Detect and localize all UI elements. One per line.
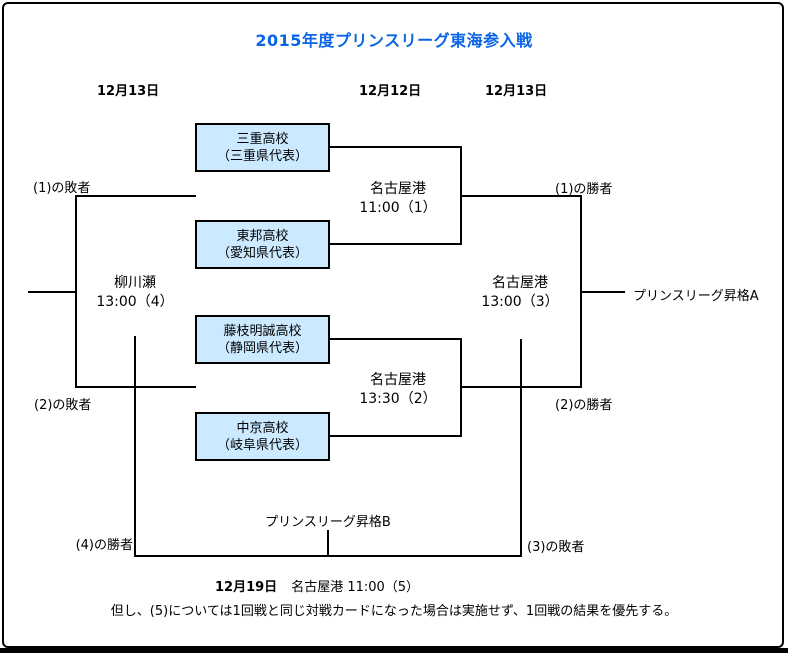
team-box-chukyo: 中京高校 （岐阜県代表） xyxy=(195,412,330,461)
match1-time: 11:00（1） xyxy=(359,200,437,216)
match3-venue: 名古屋港 xyxy=(492,275,548,291)
page-title: 2015年度プリンスリーグ東海参入戦 xyxy=(255,31,533,50)
label-winner-of-1: (1)の勝者 xyxy=(555,182,613,197)
team-box-mie: 三重高校 （三重県代表） xyxy=(195,123,330,172)
label-promotion-a: プリンスリーグ昇格A xyxy=(633,289,759,304)
label-promotion-b: プリンスリーグ昇格B xyxy=(265,515,391,530)
final-match-venue-time: 名古屋港 11:00（5） xyxy=(291,580,420,595)
line-m1-vertical xyxy=(460,146,462,245)
match1-venue: 名古屋港 xyxy=(370,181,426,197)
team-name: 三重高校 xyxy=(236,131,289,147)
line-m5-horizontal xyxy=(134,555,522,557)
label-winner-of-4: (4)の勝者 xyxy=(75,538,133,553)
match3-time: 13:00（3） xyxy=(481,294,559,310)
match4-time: 13:00（4） xyxy=(96,294,174,310)
final-match-date: 12月19日 xyxy=(215,580,278,595)
line-m1-winner-out xyxy=(462,195,580,197)
outer-border xyxy=(2,2,784,648)
team-box-fujieda-meisei: 藤枝明誠高校 （静岡県代表） xyxy=(195,315,330,364)
line-m4-winner-out xyxy=(28,291,75,293)
final-match-info: 12月19日名古屋港 11:00（5） xyxy=(215,576,419,595)
line-m3-loser-to-m5-drop xyxy=(520,339,522,557)
line-m4-top xyxy=(75,195,196,197)
line-m3-winner-out xyxy=(582,291,625,293)
date-column-middle: 12月12日 xyxy=(359,84,422,99)
line-m4-to-m5-drop xyxy=(134,336,136,557)
line-m1-bottom xyxy=(330,243,462,245)
label-winner-of-2: (2)の勝者 xyxy=(555,398,613,413)
line-m3-vertical xyxy=(580,195,582,388)
label-loser-of-1: (1)の敗者 xyxy=(33,181,91,196)
team-prefecture: （三重県代表） xyxy=(216,148,308,164)
match4-info: 柳川瀬 13:00（4） xyxy=(65,274,205,312)
team-prefecture: （静岡県代表） xyxy=(216,340,308,356)
line-promotion-b-tick xyxy=(327,530,329,555)
date-column-left: 12月13日 xyxy=(97,84,160,99)
bottom-border-bar xyxy=(0,648,788,653)
line-m2-top xyxy=(330,338,462,340)
match3-info: 名古屋港 13:00（3） xyxy=(450,274,590,312)
match2-info: 名古屋港 13:30（2） xyxy=(328,371,468,409)
line-m2-vertical xyxy=(460,338,462,437)
label-loser-of-2: (2)の敗者 xyxy=(34,398,92,413)
team-prefecture: （岐阜県代表） xyxy=(216,437,308,453)
match2-venue: 名古屋港 xyxy=(370,372,426,388)
team-name: 東邦高校 xyxy=(236,228,289,244)
team-box-toho: 東邦高校 （愛知県代表） xyxy=(195,220,330,269)
line-m2-bottom xyxy=(330,435,462,437)
footnote: 但し、(5)については1回戦と同じ対戦カードになった場合は実施せず、1回戦の結果… xyxy=(110,604,678,619)
match2-time: 13:30（2） xyxy=(359,391,437,407)
team-prefecture: （愛知県代表） xyxy=(216,245,308,261)
line-m4-vertical xyxy=(75,195,77,388)
team-name: 中京高校 xyxy=(236,420,289,436)
team-name: 藤枝明誠高校 xyxy=(223,323,302,339)
match1-info: 名古屋港 11:00（1） xyxy=(328,180,468,218)
date-column-right: 12月13日 xyxy=(485,84,548,99)
match4-venue: 柳川瀬 xyxy=(114,275,156,291)
line-m1-top xyxy=(330,146,462,148)
label-loser-of-3: (3)の敗者 xyxy=(527,540,585,555)
